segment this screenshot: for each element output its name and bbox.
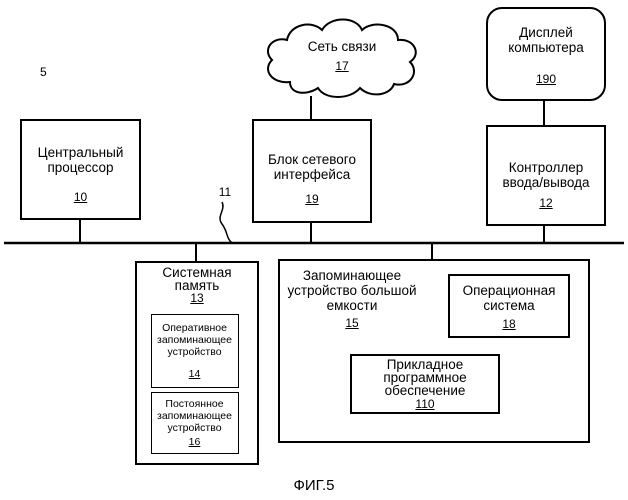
display-title-line1: Дисплей: [488, 26, 604, 41]
nic-title-line1: Блок сетевого: [254, 153, 370, 168]
rom-box: Постоянное запоминающее устройство 16: [151, 392, 239, 454]
mass-storage-box: Запоминающее устройство большой емкости …: [278, 259, 590, 443]
storage-ref: 15: [282, 317, 422, 330]
bus-ref-leader: [220, 202, 232, 243]
ram-line2: запоминающее: [152, 335, 237, 347]
rom-ref: 16: [152, 437, 237, 449]
storage-title-line2: устройство большой: [282, 284, 422, 299]
display-title-line2: компьютера: [488, 41, 604, 56]
system-memory-box: Системная память 13 Оперативное запомина…: [135, 261, 259, 465]
nic-box: Блок сетевого интерфейса 19: [252, 119, 372, 223]
io-controller-box: Контроллер ввода/вывода 12: [486, 125, 606, 226]
display-box: Дисплей компьютера 190: [486, 7, 606, 101]
figure-number: 5: [40, 66, 56, 79]
io-title-line2: ввода/вывода: [488, 176, 604, 191]
storage-title-line1: Запоминающее: [282, 269, 422, 284]
network-title: Сеть связи: [272, 40, 412, 55]
cpu-title-line1: Центральный: [22, 146, 139, 161]
bus-ref-label: 11: [214, 186, 236, 199]
os-line1: Операционная: [450, 284, 568, 299]
rom-line3: устройство: [152, 423, 237, 435]
os-ref: 18: [450, 318, 568, 331]
os-box: Операционная система 18: [448, 274, 570, 338]
cpu-box: Центральный процессор 10: [20, 119, 141, 220]
ram-line3: устройство: [152, 347, 237, 359]
io-title-line1: Контроллер: [488, 161, 604, 176]
nic-ref: 19: [254, 193, 370, 206]
display-ref: 190: [488, 73, 604, 86]
network-ref: 17: [272, 60, 412, 73]
cpu-ref: 10: [22, 191, 139, 204]
rom-line2: запоминающее: [152, 411, 237, 423]
rom-line1: Постоянное: [152, 399, 237, 411]
app-ref: 110: [352, 398, 498, 411]
ram-line1: Оперативное: [152, 323, 237, 335]
io-ref: 12: [488, 197, 604, 210]
storage-title-line3: емкости: [282, 299, 422, 314]
cpu-title-line2: процессор: [22, 161, 139, 176]
app-box: Прикладное программное обеспечение 110: [350, 354, 500, 414]
ram-box: Оперативное запоминающее устройство 14: [151, 314, 239, 388]
nic-title-line2: интерфейса: [254, 168, 370, 183]
sysmem-ref: 13: [137, 292, 257, 305]
figure-caption: ФИГ.5: [250, 478, 378, 495]
ram-ref: 14: [152, 369, 237, 381]
network-cloud: Сеть связи 17: [272, 36, 412, 86]
os-line2: система: [450, 299, 568, 314]
